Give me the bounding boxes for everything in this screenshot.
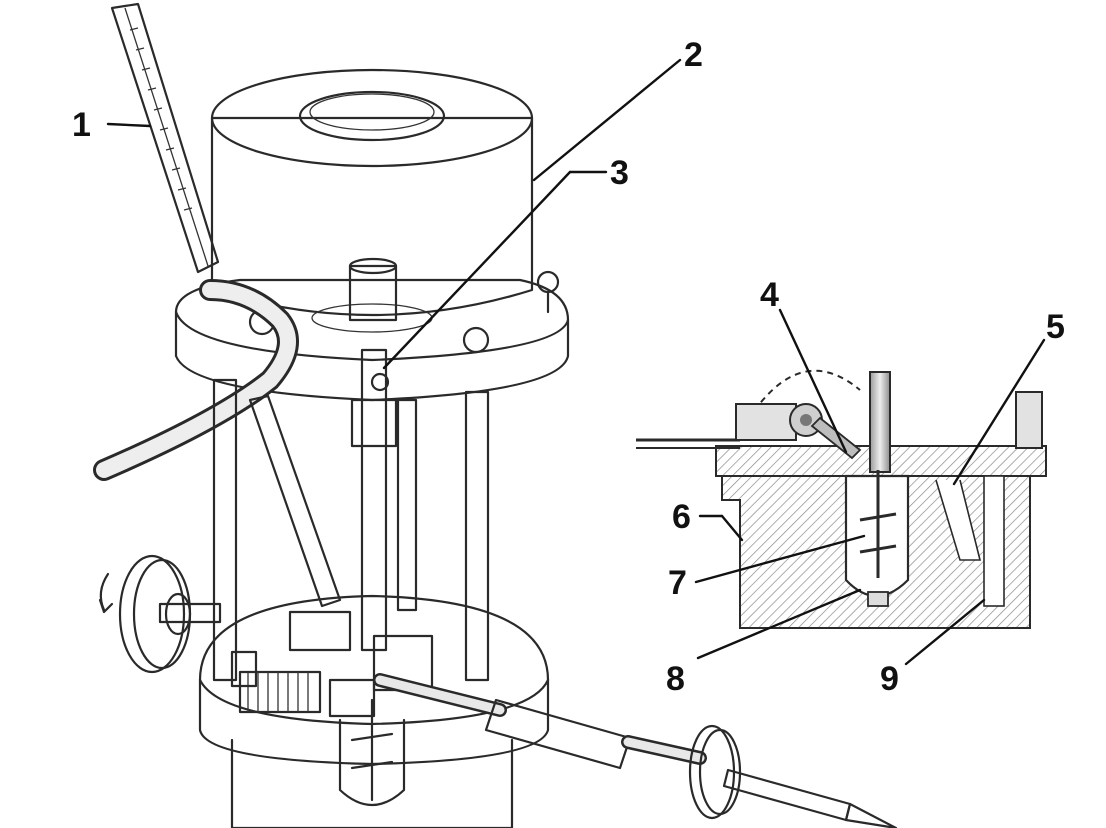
callout-7: 7	[668, 564, 687, 602]
upper-flange	[174, 257, 570, 402]
thermometer	[110, 2, 220, 274]
leader-2	[532, 58, 682, 182]
cross-section-inset	[636, 369, 1047, 629]
leader-5	[952, 338, 1046, 486]
lower-flange	[198, 594, 550, 828]
callout-3: 3	[610, 154, 629, 192]
callout-8: 8	[666, 660, 685, 698]
right-shaft	[373, 673, 898, 828]
leader-1	[106, 122, 152, 128]
hose-tube	[93, 279, 299, 481]
leader-4	[778, 308, 848, 454]
callout-labels: 1 2 3 4 5 6 7 8 9	[72, 36, 1065, 698]
callout-2: 2	[684, 36, 703, 74]
callout-9: 9	[880, 660, 899, 698]
callout-6: 6	[672, 498, 691, 536]
leader-3b	[382, 170, 572, 370]
lid-cylinder	[210, 68, 534, 317]
leader-9	[904, 598, 986, 666]
leader-8	[696, 588, 862, 660]
leader-7	[694, 534, 866, 584]
callout-5: 5	[1046, 308, 1065, 346]
callout-1: 1	[72, 106, 91, 144]
callout-4: 4	[760, 276, 779, 314]
leader-6b	[720, 514, 744, 542]
left-handwheel	[98, 554, 222, 674]
leader-lines	[106, 58, 1046, 666]
